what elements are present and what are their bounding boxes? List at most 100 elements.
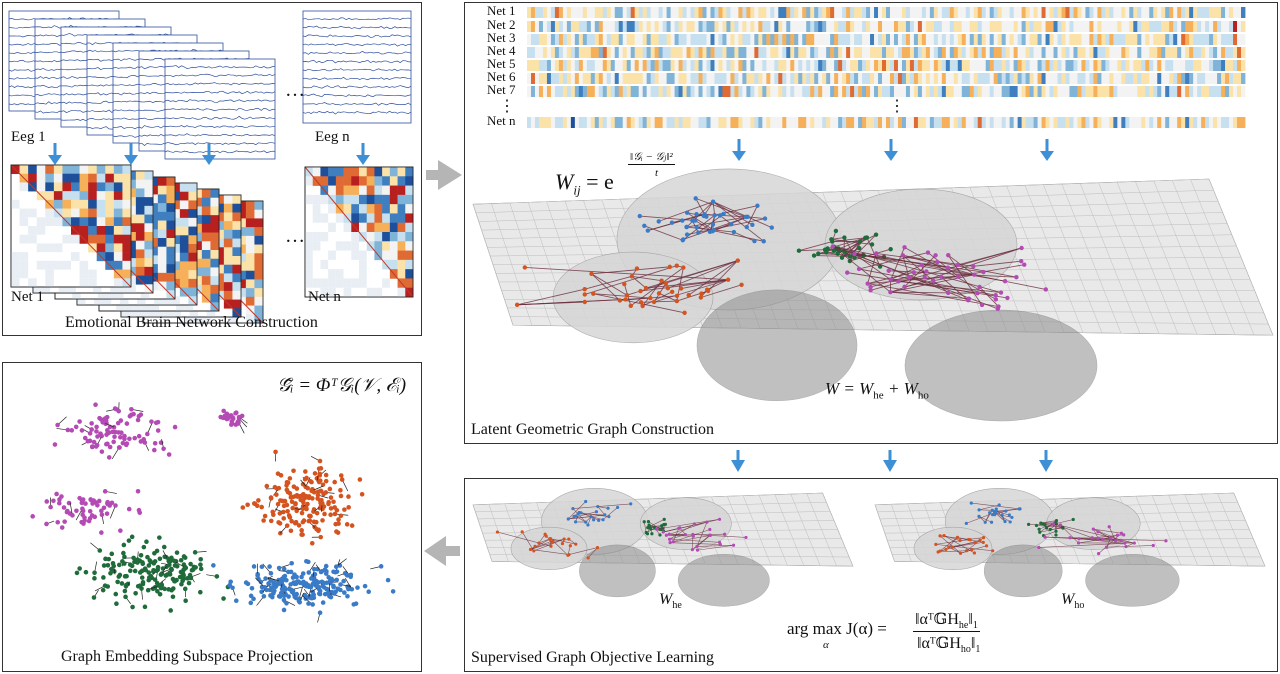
embedding-point [310,589,315,595]
net-row-label: Net 6 [487,69,516,84]
embedding-point [114,601,119,606]
graph-node [842,235,847,240]
graph-node [704,287,710,292]
embedding-point [129,406,134,412]
embedding-point [378,564,384,569]
embedding-point [74,570,80,576]
embedding-point [268,496,274,501]
embedding-point [105,499,110,505]
graph-node [573,520,578,524]
embedding-point [154,580,160,586]
graph-node [550,541,554,545]
embedding-point [318,569,324,575]
graph-node [522,265,528,270]
embedding-point [87,508,93,514]
graph-node [835,251,840,256]
graph-edge [978,516,992,523]
graph-node [977,284,982,290]
embedding-point [272,588,277,594]
graph-node [1043,523,1047,527]
graph-node [1132,541,1136,545]
graph-edge [669,534,686,540]
embedding-point [170,594,176,600]
graph-node [649,527,653,531]
graph-edge [1097,531,1111,539]
objective-numerator-sub: he [958,620,969,632]
graph-edge [697,544,734,547]
embedding-point [109,551,115,557]
eeg-trace [164,115,276,120]
graph-node [638,300,644,305]
embedding-point [168,608,174,613]
embedding-point [92,570,97,576]
graph-node [617,298,623,303]
embedding-point [54,491,59,497]
graph-node [723,532,727,536]
graph-node [1115,533,1120,537]
graph-node [582,287,587,292]
right-arrow-icon [426,170,438,180]
graph-node [966,298,971,303]
embedding-point [305,485,311,491]
embedding-point [221,596,226,601]
down-arrow-icon [731,460,745,472]
embedding-point [171,586,176,591]
graph-node [680,238,685,243]
embedding-point [277,511,283,516]
embedding-point [268,578,274,583]
graph-node [744,535,748,540]
embedding-point [339,477,345,482]
embedding-point [127,568,133,574]
embedding-point [287,491,293,496]
graph-edge [587,547,598,559]
embedding-point [316,479,322,485]
graph-node [868,284,873,290]
graph-edge [649,519,665,527]
embedding-point [182,586,188,592]
graph-node [973,540,977,545]
objective-argmax: arg max J(α) = [787,619,887,638]
down-arrow-icon [883,460,897,472]
panel-supervised: Whe Who arg max J(α) = α ‖αᵀ𝔾Hhe‖1 ‖αᵀ𝔾H… [464,478,1278,672]
graph-node [735,258,740,263]
embedding-point [243,580,249,585]
eeg-trace [164,107,276,112]
graph-edge [670,535,711,543]
embedding-point [357,477,363,482]
graph-node [869,242,875,247]
graph-edge [568,514,605,520]
embedding-point [293,581,299,586]
embedding-point [51,498,56,504]
graph-node [938,534,942,538]
graph-node [1122,533,1126,537]
graph-node [582,299,587,305]
graph-node [930,278,936,283]
embedding-point [188,575,194,581]
embedding-point [233,598,239,604]
graph-node [888,289,893,295]
graph-node [998,290,1004,295]
graph-node [624,293,630,298]
graph-edge [712,201,716,216]
net-row-heatmap [527,73,1246,84]
graph-edge [867,253,877,284]
graph-node [1096,530,1100,534]
embedding-point [346,586,351,592]
eeg-trace [164,125,276,128]
embedding-point [333,564,339,569]
graph-node [603,513,607,517]
embedding-point [108,571,113,576]
down-arrow-icon [732,151,746,161]
eeg-trace [164,82,276,86]
embedding-point [284,523,290,528]
graph-edge [656,519,720,530]
embedding-point [155,588,160,594]
graph-node [947,545,951,549]
graph-edge [644,225,683,241]
embedding-point [116,574,122,579]
graph-node [857,245,862,251]
embedding-point [248,600,254,606]
graph-edge [712,201,753,226]
graph-node [572,514,576,519]
graph-node [1003,519,1007,524]
